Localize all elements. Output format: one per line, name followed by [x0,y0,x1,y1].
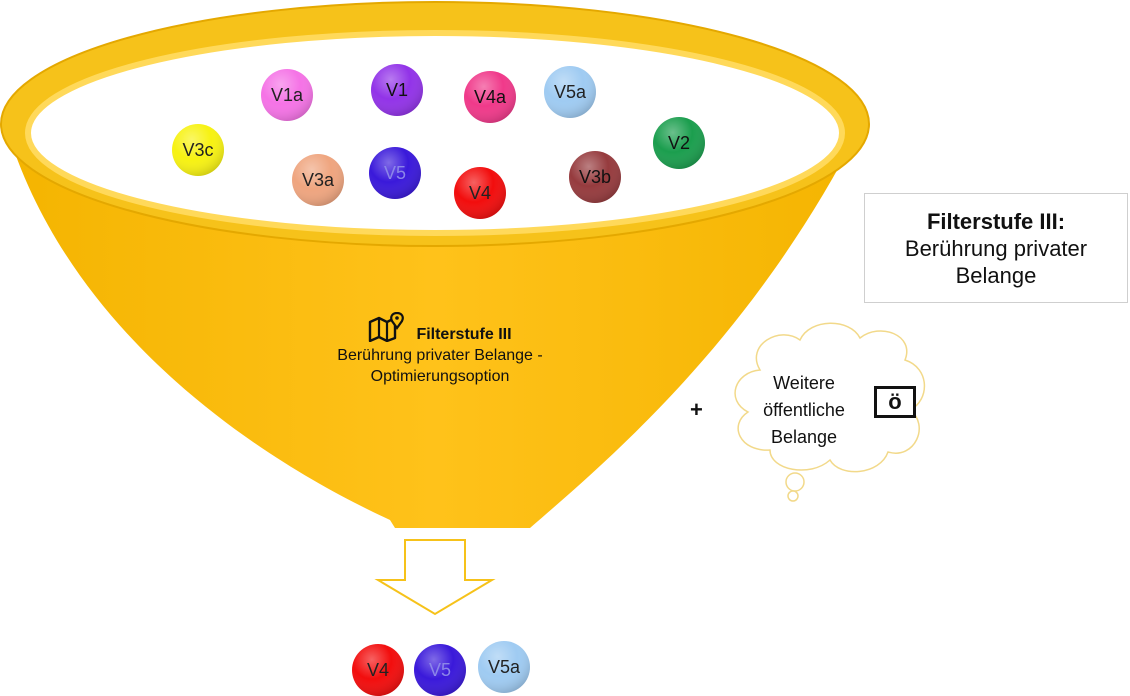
variant-bubble-v2: V2 [653,117,705,169]
variant-label-v5a: V5a [554,82,587,102]
variant-label-v3a: V3a [302,170,335,190]
variant-label-v1a: V1a [271,85,304,105]
down-arrow-icon [374,539,496,616]
plus-sign: + [690,397,703,422]
funnel-opening [25,30,845,236]
info-box-title: Filterstufe III: [926,208,1066,234]
cloud-line3: Belange [770,427,838,447]
funnel-label-line1: Berührung privater Belange - [337,347,543,364]
thought-cloud [734,322,926,502]
variant-shading-v3a [292,154,344,206]
variant-shading-v3c [172,124,224,176]
info-box-line1: Berührung privater [904,235,1088,261]
variant-bubble-v4: V4 [352,644,404,696]
variant-label-v3c: V3c [182,140,213,160]
variant-shading-v5 [414,644,466,696]
variant-label-v4a: V4a [474,87,507,107]
funnel-label: Filterstufe III Berührung privater Belan… [300,308,580,387]
variant-bubble-v4: V4 [454,167,506,219]
variant-label-v5a: V5a [488,657,521,677]
variant-bubble-v1a: V1a [261,69,313,121]
variant-shading-v2 [653,117,705,169]
variant-shading-v1a [261,69,313,121]
variant-label-v3b: V3b [579,167,611,187]
funnel-label-line2: Optimierungsoption [370,368,510,385]
variant-label-v5: V5 [429,660,451,680]
cloud-line2: öffentliche [763,400,845,420]
variant-bubble-v3b: V3b [569,151,621,203]
variant-shading-v5a [478,641,530,693]
variant-shading-v5a [544,66,596,118]
variant-shading-v4 [454,167,506,219]
info-box-line2: Belange [955,262,1037,288]
variant-shading-v5 [369,147,421,199]
variant-shading-v4a [464,71,516,123]
variant-bubble-v1: V1 [371,64,423,116]
variant-bubble-v3c: V3c [172,124,224,176]
variant-bubble-v4a: V4a [464,71,516,123]
variant-bubble-v5a: V5a [544,66,596,118]
variant-bubble-v5: V5 [414,644,466,696]
variant-label-v1: V1 [386,80,408,100]
variant-bubble-v5a: V5a [478,641,530,693]
cloud-line1: Weitere [773,373,835,393]
variant-shading-v4 [352,644,404,696]
variant-bubble-v3a: V3a [292,154,344,206]
variant-shading-v3b [569,151,621,203]
map-pin-icon [369,311,405,342]
variant-shading-v1 [371,64,423,116]
result-variants: V4 V5 V5a [352,641,530,696]
variant-bubble-v5: V5 [369,147,421,199]
variant-label-v2: V2 [668,133,690,153]
oe-badge: ö [874,386,916,418]
variant-label-v4: V4 [469,183,491,203]
info-box: Filterstufe III: Berührung privater Bela… [864,193,1128,303]
variant-label-v4: V4 [367,660,389,680]
cloud-text: Weitere öffentliche Belange [742,370,866,451]
variant-label-v5: V5 [384,163,406,183]
funnel-label-title: Filterstufe III [416,326,512,343]
